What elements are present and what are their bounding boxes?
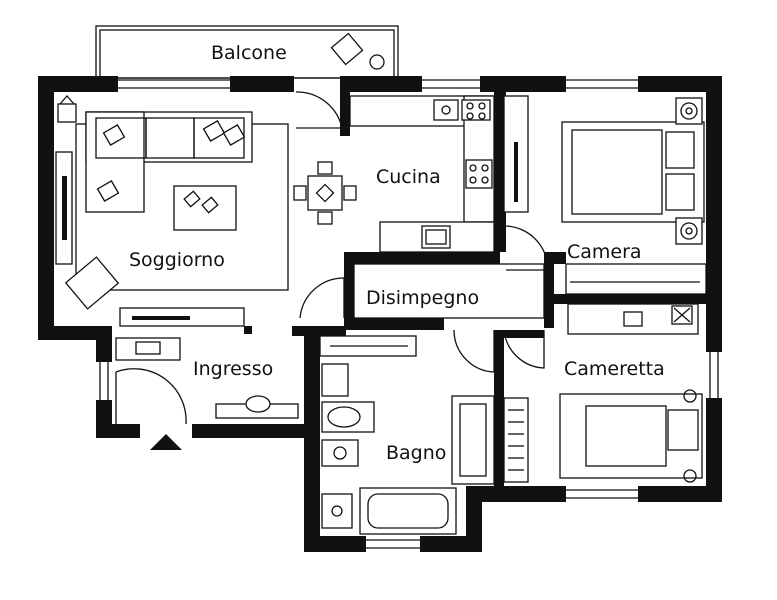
washing-machine-icon: [321, 493, 353, 529]
label-bagno: Bagno: [386, 442, 446, 464]
toilet-icon: [321, 401, 375, 433]
label-camera: Camera: [567, 241, 642, 263]
label-cucina: Cucina: [376, 166, 441, 188]
kids-room-furniture: [503, 303, 703, 483]
hallway-furniture: [353, 263, 545, 319]
sideboard: [119, 307, 245, 327]
bathroom-fixtures: [319, 335, 495, 535]
walls: [38, 76, 722, 552]
armchair: [64, 256, 120, 310]
stove-icon: [461, 99, 493, 189]
bathtub-icon: [359, 487, 457, 535]
label-ingresso: Ingresso: [193, 358, 273, 380]
sink-icon: [321, 439, 359, 467]
shower-icon: [451, 395, 495, 485]
double-bed: [561, 121, 705, 223]
plant-icon: [57, 95, 77, 123]
sofa: [85, 111, 253, 213]
entrance-furniture: [115, 337, 299, 419]
entrance-arrow: [150, 434, 182, 450]
windows: [99, 79, 719, 549]
sink-icon: [433, 99, 459, 121]
tv-unit: [55, 151, 73, 265]
label-disimpegno: Disimpegno: [366, 287, 479, 309]
label-balcone: Balcone: [211, 42, 287, 64]
coffee-table: [173, 185, 237, 231]
room-labels: Balcone Soggiorno Cucina Camera Disimpeg…: [129, 42, 665, 464]
bedroom-furniture: [503, 95, 707, 295]
kids-lamp-icon: [683, 389, 697, 483]
nightstand-lamp-icon: [675, 97, 703, 245]
label-soggiorno: Soggiorno: [129, 249, 225, 271]
oven-icon: [421, 225, 451, 249]
label-cameretta: Cameretta: [564, 358, 665, 380]
balcony-chair: [330, 32, 385, 70]
doors: [115, 91, 549, 450]
dining-table: [293, 161, 357, 225]
kitchen-furniture: [293, 95, 495, 253]
living-room-furniture: [55, 95, 289, 327]
single-bed: [559, 393, 703, 479]
wardrobe: [565, 263, 707, 295]
bookshelf: [503, 397, 529, 483]
